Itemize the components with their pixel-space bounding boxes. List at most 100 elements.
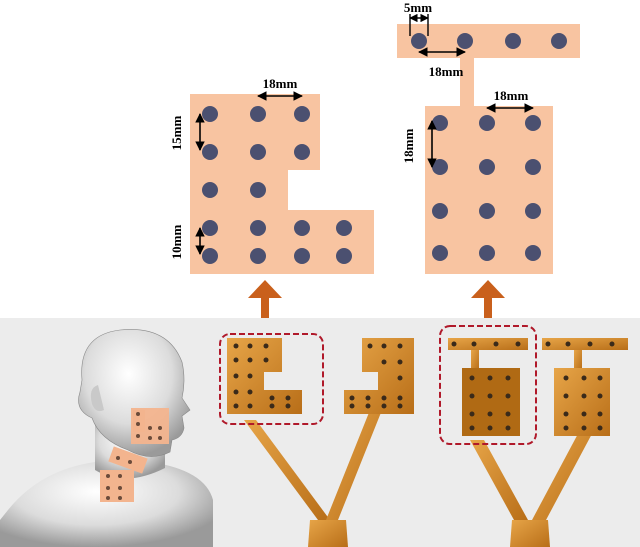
electrode xyxy=(367,343,373,349)
right-flex-photo xyxy=(431,318,640,547)
electrode xyxy=(505,425,511,431)
electrode xyxy=(479,159,495,175)
right-flexible-pcb-electrode-array-icon xyxy=(448,338,628,547)
electrode xyxy=(581,411,587,417)
electrode xyxy=(285,395,291,401)
left-patch-substrate xyxy=(190,94,374,274)
electrode xyxy=(525,245,541,261)
right-pitch-y-dimension: 18mm xyxy=(401,120,437,168)
right-pitch-x-label: 18mm xyxy=(494,88,529,103)
electrode xyxy=(457,33,473,49)
electrode xyxy=(397,359,403,365)
left-flexible-pcb-electrode-array-icon xyxy=(227,338,414,547)
electrode xyxy=(432,115,448,131)
right-pitch-y-label: 18mm xyxy=(401,129,416,164)
electrode xyxy=(479,245,495,261)
electrode xyxy=(202,220,218,236)
electrode xyxy=(233,357,239,363)
electrode xyxy=(349,395,355,401)
electrode xyxy=(487,411,493,417)
head-model-photo xyxy=(0,318,213,547)
electrode xyxy=(581,375,587,381)
electrode xyxy=(118,496,122,500)
left-patch-diagram: 18mm 15mm 10mm xyxy=(169,76,374,274)
electrode xyxy=(202,144,218,160)
electrode xyxy=(128,460,132,464)
electrode xyxy=(250,182,266,198)
electrode xyxy=(349,403,355,409)
right-highlight-box xyxy=(439,325,537,445)
electrode xyxy=(551,33,567,49)
electrode xyxy=(148,436,152,440)
electrode xyxy=(294,144,310,160)
left-pitch-y-lower-label: 10mm xyxy=(169,225,184,260)
electrode xyxy=(471,341,477,347)
right-top-pitch-label: 18mm xyxy=(429,64,464,79)
electrode xyxy=(233,343,239,349)
electrode xyxy=(563,425,569,431)
electrode xyxy=(563,393,569,399)
electrode xyxy=(597,411,603,417)
electrode xyxy=(432,203,448,219)
electrode xyxy=(233,403,239,409)
electrode xyxy=(106,486,110,490)
electrode xyxy=(158,426,162,430)
electrode xyxy=(581,425,587,431)
electrode xyxy=(247,343,253,349)
electrode xyxy=(250,144,266,160)
electrode xyxy=(525,115,541,131)
electrode xyxy=(487,375,493,381)
electrode xyxy=(106,474,110,478)
electrode xyxy=(565,341,571,347)
electrode xyxy=(116,456,120,460)
electrode xyxy=(515,341,521,347)
left-highlight-box xyxy=(219,333,324,425)
right-top-pitch-dimension: 18mm xyxy=(418,47,466,79)
electrode xyxy=(597,393,603,399)
electrode xyxy=(469,375,475,381)
left-pitch-y-label: 15mm xyxy=(169,116,184,151)
electrode xyxy=(106,496,110,500)
up-arrow-left xyxy=(248,280,282,318)
electrode xyxy=(233,389,239,395)
up-arrow-right xyxy=(471,280,505,318)
electrode xyxy=(487,393,493,399)
right-diameter-dimension: 5mm xyxy=(404,0,432,36)
electrode xyxy=(487,425,493,431)
electrode xyxy=(247,357,253,363)
electrode xyxy=(505,393,511,399)
electrode xyxy=(294,248,310,264)
electrode xyxy=(269,395,275,401)
electrode xyxy=(285,403,291,409)
electrode xyxy=(136,412,140,416)
electrode xyxy=(411,33,427,49)
electrode xyxy=(469,425,475,431)
electrode xyxy=(294,220,310,236)
right-patch-neck xyxy=(460,58,474,108)
right-pitch-x-dimension: 18mm xyxy=(486,88,534,113)
right-electrode-grid xyxy=(411,33,567,261)
electrode xyxy=(365,395,371,401)
electrode xyxy=(397,395,403,401)
electrode xyxy=(202,182,218,198)
electrode xyxy=(397,343,403,349)
electrode xyxy=(397,403,403,409)
electrode xyxy=(381,395,387,401)
electrode xyxy=(505,33,521,49)
left-pitch-y-dimension: 15mm xyxy=(169,113,205,151)
electrode xyxy=(250,248,266,264)
left-electrode-grid xyxy=(202,106,352,264)
electrode xyxy=(250,106,266,122)
electrode xyxy=(597,375,603,381)
electrode xyxy=(136,434,140,438)
electrode xyxy=(563,375,569,381)
electrode xyxy=(336,220,352,236)
electrode xyxy=(505,411,511,417)
electrode xyxy=(247,373,253,379)
electrode xyxy=(525,159,541,175)
electrode xyxy=(609,341,615,347)
electrode xyxy=(136,422,140,426)
electrode xyxy=(545,341,551,347)
electrode xyxy=(294,106,310,122)
